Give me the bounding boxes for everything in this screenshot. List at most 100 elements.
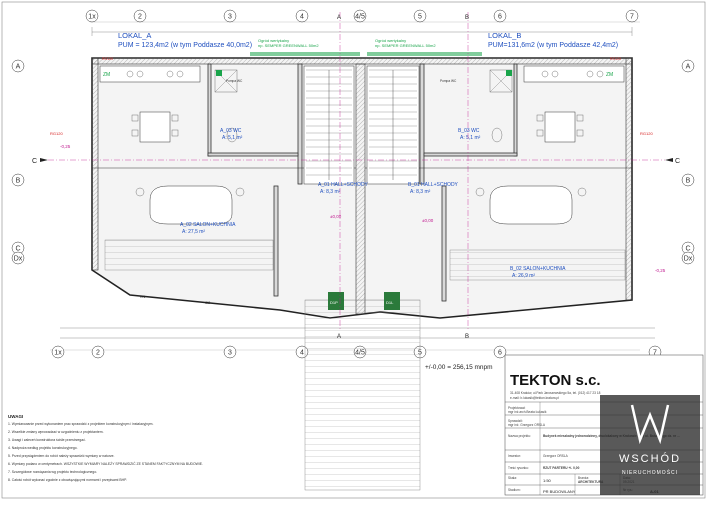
watermark-sub: NIERUCHOMOŚCI [622,468,678,476]
axis-label: B [16,178,21,185]
axis-bubble [413,9,427,23]
note-item: 8. Całość robót wykonać zgodnie z obowią… [8,478,127,482]
door-left-label: D1P [330,300,338,305]
right-glazing-zone [449,249,626,281]
left-glazing-zone [104,239,274,271]
notes-heading: UWAGI [8,414,23,419]
drawing-name: RZUT PARTERU +/- 0,00 [543,466,580,470]
axis-bubble [493,9,507,23]
axis-label: 3 [228,350,232,357]
scale-label: Skala: [508,476,517,480]
room-b01-name: B_01 HALL+SCHODY [408,182,459,188]
axis-label: 7 [630,14,634,21]
note-item: 2. Wszelkie zmiany wprowadzać w uzgodnie… [8,430,104,434]
axis-bubble [493,345,507,359]
project-label: Nazwa projektu: [508,434,531,438]
designer-label: Projektował: [508,406,525,410]
axis-bubble [85,9,99,23]
axis-bubble [295,9,309,23]
branch-label: Branża: [578,476,589,480]
drawing-label: Treść rysunku: [508,466,529,470]
level-marks: ±0,00 ±0,00 -0,25 -0,25 RG120 RG120 RG12… [50,57,666,305]
axis-label: 1x [88,14,96,21]
watermark: WSCHÓD NIERUCHOMOŚCI [600,395,700,495]
room-b02-area: A: 26,9 m² [512,273,535,279]
level-mark-east: -0,25 [655,268,666,273]
green-wall-label-line: np. SEMPER GREENWALL 50m2 [375,43,436,48]
note-item: 7. Szczegółowe rozwiązania wg projektu t… [8,470,97,474]
investor-label: Inwestor: [508,454,521,458]
axis-label: Dx [684,256,693,263]
axis-bubble [51,345,65,359]
room-b03-name: B_03 WC [458,128,480,134]
axis-label: 7 [653,350,657,357]
window-o2-label: O2 [205,300,211,305]
level-mark-right: ±0,00 [422,218,434,223]
right-kitchen: ZM [523,65,625,83]
left-unit-header: LOKAL_A PUM = 123,4m2 (w tym Poddasze 40… [118,31,252,49]
left-unit-pum: PUM = 123,4m2 (w tym Poddasze 40,0m2) [118,42,252,49]
window-o1-label: O1 [140,294,146,299]
note-item: 4. Nadproża według projektu konstrukcyjn… [8,446,78,450]
axis-bubble [223,9,237,23]
elevation-note: +/-0,00 = 256,15 mnpm [425,364,493,371]
room-a03-area: A: 5,1 m² [222,135,243,141]
axis-label: 4 [300,14,304,21]
note-item: 3. Uwagi i zaleceń konstruktora ściśle p… [8,438,86,442]
right-green-wall [367,52,482,56]
room-a02-area: A: 27,5 m² [182,229,205,235]
axis-label: 4/5 [355,14,365,21]
watermark-logo-icon [630,404,670,445]
note-item: 6. Wymiary podano w centymetrach. WSZYST… [8,461,203,466]
room-b03-area: A: 5,1 m² [460,135,481,141]
axis-label: A [686,64,691,71]
room-a01-name: A_01 HALL+SCHODY [318,182,369,188]
section-a-top: A [337,15,341,21]
axis-label: 3 [228,14,232,21]
axis-label: 4 [300,350,304,357]
level-mark-west: -0,25 [60,144,71,149]
company-name: TEKTON s.c. [510,372,601,389]
rg120-left: RG120 [50,131,63,136]
axis-label: 2 [96,350,100,357]
watermark-brand: WSCHÓD [619,452,681,465]
axis-label: 5 [418,14,422,21]
section-a-bottom: A [337,334,341,340]
right-zm-label: ZM [606,72,613,78]
right-staircase [366,65,420,185]
axis-label: 6 [498,14,502,21]
axis-bubble [681,173,695,187]
axis-label: 1x [54,350,62,357]
level-mark-left: ±0,00 [330,214,342,219]
checked-label: Sprawdził: [508,419,523,423]
stage-value: PR BUDOWLANY [543,489,576,494]
axis-label: B [686,178,691,185]
right-unit-pum: PUM=131,6m2 (w tym Poddasze 42,4m2) [488,42,618,49]
scale-value: 1:50 [543,478,552,483]
company-address: 31-408 Kraków, ul.Park Jaroszewskiego 5a… [510,391,601,395]
right-dining-table [536,111,584,143]
right-pump-label: Pompa WC [440,79,457,83]
room-b02-name: B_02 SALON+KUCHNIA [510,266,566,272]
top-dimension-chain [91,27,633,36]
room-a03-name: A_03 WC [220,128,242,134]
checked-name: mgr inż. Grzegorz ORSLA [508,423,546,427]
section-c-right: C [675,158,680,165]
stage-label: Stadium: [508,488,521,492]
right-wc-fixtures: Pompa WC [440,69,513,143]
axis-label: 2 [138,14,142,21]
axis-label: A [16,64,21,71]
rg120-right: RG120 [640,131,653,136]
left-wc-fixtures: Pompa WC [214,69,243,143]
note-item: 5. Przed przystąpieniem do robót należy … [8,454,115,458]
investor-name: Grzegorz ORSLA [543,454,569,458]
notes-block: UWAGI 1. Wymiarowanie przed wykonaniem p… [8,414,203,482]
right-sofa [475,185,587,225]
section-c-left: C [32,158,37,165]
axis-label: C [15,246,20,253]
rg120-top-left: RG120 [102,57,113,61]
